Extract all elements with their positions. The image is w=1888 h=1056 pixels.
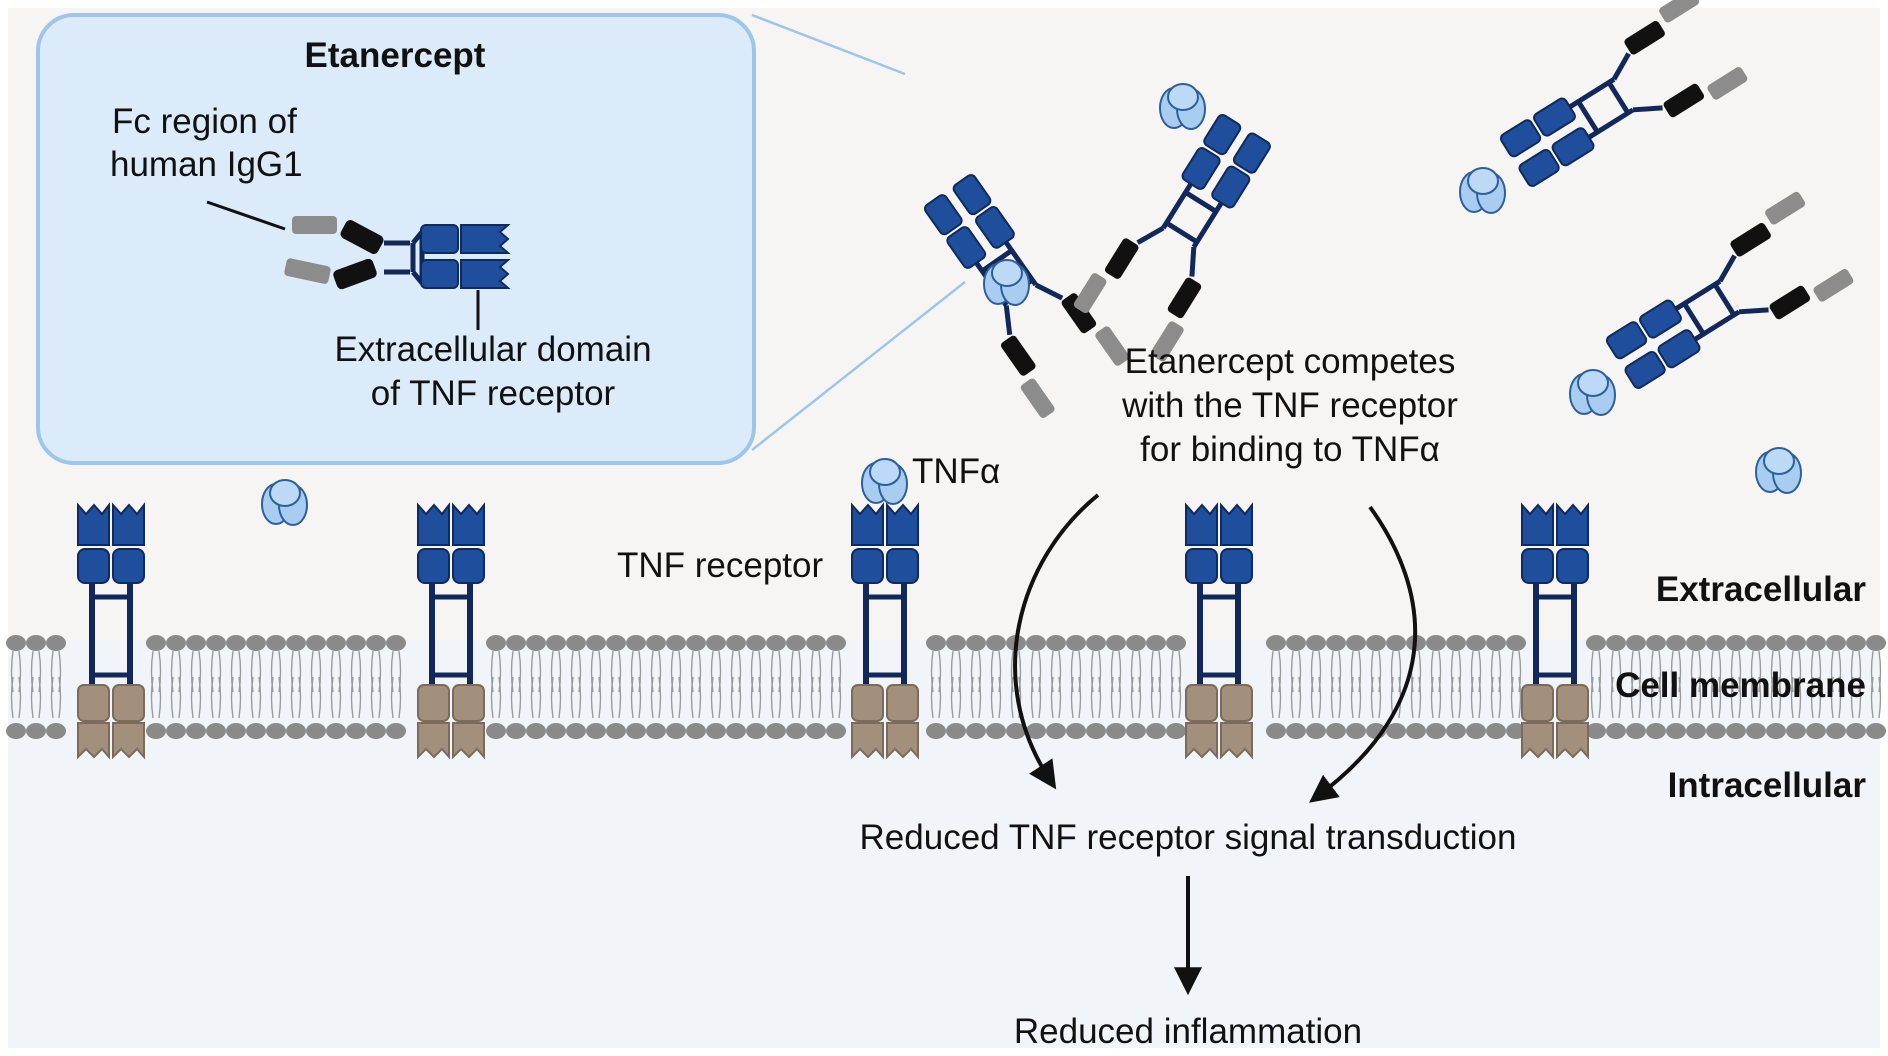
reduced-signal-label: Reduced TNF receptor signal transduction [859, 818, 1517, 857]
fc-region-label-line2: human IgG1 [110, 145, 303, 184]
tnf-alpha-etan-1 [983, 259, 1030, 306]
competes-label-line3: for binding to TNFα [1140, 430, 1440, 469]
competes-label-line1: Etanercept competes [1124, 342, 1456, 381]
tnf-alpha-label: TNFα [912, 452, 1001, 491]
etanercept-inset-box [36, 13, 756, 465]
cell-membrane [6, 635, 1886, 739]
competes-label-line2: with the TNF receptor [1122, 386, 1458, 425]
inset-title: Etanercept [304, 36, 486, 75]
left-curved-arrow [1013, 493, 1100, 790]
inset-etanercept-icon [206, 200, 511, 330]
cell-membrane-label: Cell membrane [1615, 666, 1866, 705]
extracellular-label: Extracellular [1655, 570, 1866, 609]
tnf-alpha-free-1 [261, 479, 308, 526]
tnf-alpha-etan-2 [1159, 83, 1206, 130]
ecd-label-line1: Extracellular domain [334, 330, 652, 369]
fc-region-label-line1: Fc region of [112, 102, 297, 141]
reduced-inflammation-label: Reduced inflammation [1013, 1012, 1363, 1051]
tnf-alpha-free-2 [1755, 447, 1802, 494]
ecd-label-line2: of TNF receptor [370, 374, 616, 413]
intracellular-label: Intracellular [1667, 766, 1866, 805]
tnf-alpha-etan-3 [1459, 167, 1506, 214]
tnf-alpha-bound [861, 458, 908, 505]
right-curved-arrow [1309, 505, 1418, 803]
tnf-receptor-label: TNF receptor [617, 546, 824, 585]
tnf-alpha-etan-4 [1569, 369, 1616, 416]
